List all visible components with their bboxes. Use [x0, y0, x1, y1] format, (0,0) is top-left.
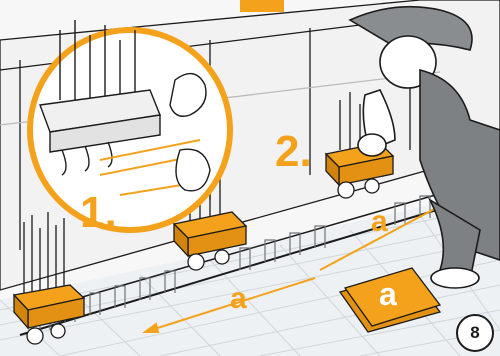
- page-number-badge: 8: [456, 314, 494, 352]
- dimension-label-right: a: [371, 205, 388, 239]
- step-2-label: 2.: [275, 127, 312, 177]
- step-1-label: 1.: [80, 188, 117, 238]
- dimension-label-left: a: [230, 282, 247, 316]
- top-tab: [240, 0, 284, 12]
- card-label: a: [379, 276, 397, 313]
- page-number: 8: [470, 323, 479, 343]
